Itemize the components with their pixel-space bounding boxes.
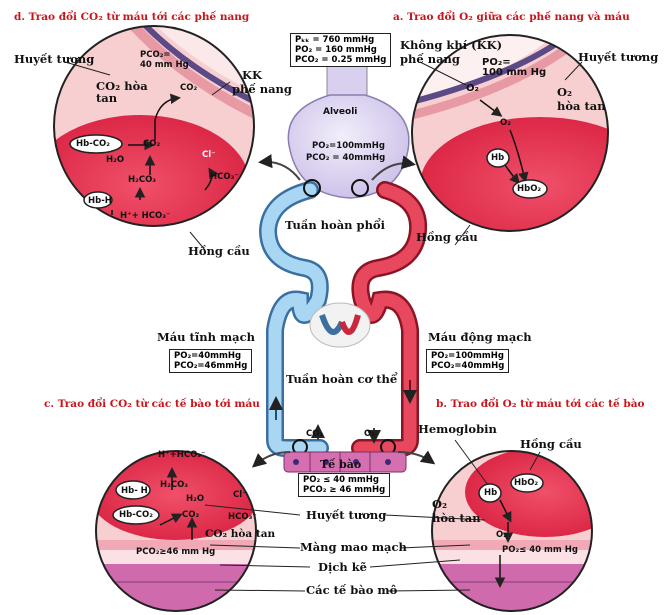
b-hbo2: HbO₂ xyxy=(514,478,539,488)
panel-a-circle xyxy=(412,35,608,231)
leader-lines xyxy=(64,61,583,592)
atmosphere-box: Pₖₖ = 760 mmHg PO₂ = 160 mmHg PCO₂ = 0.2… xyxy=(290,33,392,67)
b-o2-dissolved-line1: O₂ xyxy=(432,497,448,511)
c-co2: CO₂ xyxy=(182,510,200,520)
venous-po2: PO₂=40mmHg xyxy=(174,351,242,361)
panel-b-arrows xyxy=(494,499,514,588)
b-o2: O₂ xyxy=(496,530,507,540)
c-h2o: H₂O xyxy=(186,494,205,504)
bottom-plasma-label: Huyết tương xyxy=(306,508,387,522)
a-o2-top: O₂ xyxy=(466,83,479,94)
panel-a-arrows xyxy=(479,99,529,185)
systemic-circulation-label: Tuần hoàn cơ thể xyxy=(286,372,398,386)
title-panel-d: d. Trao đổi CO₂ từ máu tới các phế nang xyxy=(14,11,250,23)
a-air-line2: phế nang xyxy=(400,52,460,66)
d-rbc-label: Hồng cầu xyxy=(188,244,250,258)
d-kk-line2: phế nang xyxy=(232,82,292,96)
c-reaction: H⁺+HCO₃⁻ xyxy=(158,450,206,460)
atm-pco2: PCO₂ = 0.25 mmHg xyxy=(295,55,387,65)
title-panel-b: b. Trao đổi O₂ từ máu tới các tế bào xyxy=(436,398,645,410)
a-plasma-label: Huyết tương xyxy=(578,50,659,64)
d-co2-top: CO₂ xyxy=(180,83,198,93)
hb-ovals xyxy=(69,134,548,525)
tissue-co2-label: CO₂ xyxy=(306,429,324,439)
a-hbo2: HbO₂ xyxy=(517,184,542,194)
alveoli-pco2: PCO₂ = 40mmHg xyxy=(306,153,386,163)
a-o2-dissolved-line2: hòa tan xyxy=(557,99,606,113)
d-cl: Cl⁻ xyxy=(202,150,216,160)
d-co2-dissolved-text: CO₂ hòa tan xyxy=(96,79,148,105)
c-cl: Cl⁻ xyxy=(233,490,247,500)
c-h2co3: H₂CO₃ xyxy=(160,480,189,490)
d-co2-dissolved: CO₂ hòa tan xyxy=(96,80,148,104)
d-h2co3: H₂CO₃ xyxy=(128,175,157,185)
tissue-cells xyxy=(283,451,407,473)
arterial-blood-label: Máu động mạch xyxy=(428,330,532,344)
a-air-line1: Không khí (KK) xyxy=(400,38,503,52)
panel-c-arrows xyxy=(159,467,198,540)
venous-box: PO₂=40mmHg PCO₂=46mmHg xyxy=(169,349,253,373)
a-o2-dissolved: O₂ hòa tan xyxy=(557,85,606,113)
b-hb: Hb xyxy=(484,488,498,498)
cell-pco2: PCO₂ ≥ 46 mmHg xyxy=(303,485,386,495)
a-rbc-label: Hồng cầu xyxy=(416,230,478,244)
a-o2-mid: O₂ xyxy=(500,118,511,128)
alveoli-label: Alveoli xyxy=(323,107,358,117)
panel-d-arrows xyxy=(111,93,219,215)
d-hco3: HCO₃⁻ xyxy=(210,172,239,182)
a-air-label: Không khí (KK) phế nang xyxy=(400,38,502,66)
a-po2-line1: PO₂= xyxy=(482,57,511,68)
pulmonary-circulation-label: Tuần hoàn phổi xyxy=(285,218,385,232)
c-pco2: PCO₂≥46 mm Hg xyxy=(136,547,216,557)
venous-blood-label: Máu tĩnh mạch xyxy=(157,330,255,344)
venous-pco2: PCO₂=46mmHg xyxy=(174,361,248,371)
cell-box: PO₂ ≤ 40 mmHg PCO₂ ≥ 46 mmHg xyxy=(298,473,391,497)
b-o2-dissolved-line2: hòa tan xyxy=(432,511,481,525)
c-co2-dissolved: CO₂ hòa tan xyxy=(205,528,276,540)
b-hemoglobin-label: Hemoglobin xyxy=(418,422,497,436)
d-pco2-line2: 40 mm Hg xyxy=(140,60,189,70)
c-hco3: HCO₃⁻ xyxy=(228,512,257,522)
atm-pkk: Pₖₖ = 760 mmHg xyxy=(295,35,375,45)
d-pco2: PCO₂= 40 mm Hg xyxy=(140,50,189,70)
b-o2-dissolved: O₂ hòa tan xyxy=(432,497,481,525)
arterial-box: PO₂=100mmHg PCO₂=40mmHg xyxy=(426,349,510,373)
d-plasma-label: Huyết tương xyxy=(14,52,95,66)
c-hbco2: Hb-CO₂ xyxy=(119,510,153,520)
b-po2: PO₂≤ 40 mm Hg xyxy=(502,545,578,555)
cells-label: Tế bào xyxy=(320,458,362,471)
pointer-arrows xyxy=(251,154,436,468)
arterial-pco2: PCO₂=40mmHg xyxy=(431,361,505,371)
a-po2-line2: 100 mm Hg xyxy=(482,67,547,78)
cell-po2: PO₂ ≤ 40 mmHg xyxy=(303,475,379,485)
d-co2-mid: CO₂ xyxy=(143,139,161,149)
d-h2o: H₂O xyxy=(106,155,125,165)
bottom-tissue-label: Các tế bào mô xyxy=(306,583,398,597)
tissue-o2-label: O₂ xyxy=(364,429,375,439)
circulation-loop xyxy=(258,181,428,457)
d-kk-label: KK phế nang xyxy=(232,68,292,96)
d-hbh: Hb-H xyxy=(88,196,112,206)
a-o2-dissolved-line1: O₂ xyxy=(557,85,573,99)
bottom-interstitial-label: Dịch kẽ xyxy=(318,560,367,574)
atm-po2: PO₂ = 160 mmHg xyxy=(295,45,377,55)
bottom-capillary-label: Màng mao mạch xyxy=(300,540,407,554)
alveoli-po2: PO₂=100mmHg xyxy=(312,141,385,151)
a-po2: PO₂= 100 mm Hg xyxy=(482,58,546,78)
d-pco2-line1: PCO₂= xyxy=(140,50,171,60)
title-panel-c: c. Trao đổi CO₂ từ các tế bào tới máu xyxy=(44,398,260,410)
a-hb: Hb xyxy=(491,153,505,163)
d-reaction: H⁺+ HCO₃⁻ xyxy=(120,211,171,221)
d-hbco2: Hb-CO₂ xyxy=(76,139,110,149)
alveolus xyxy=(287,65,410,199)
title-panel-a: a. Trao đổi O₂ giữa các phế nang và máu xyxy=(393,11,630,23)
arterial-po2: PO₂=100mmHg xyxy=(431,351,504,361)
d-kk-line1: KK xyxy=(242,68,262,82)
c-hbh: Hb- H xyxy=(121,486,148,496)
b-rbc-label: Hồng cầu xyxy=(520,437,582,451)
